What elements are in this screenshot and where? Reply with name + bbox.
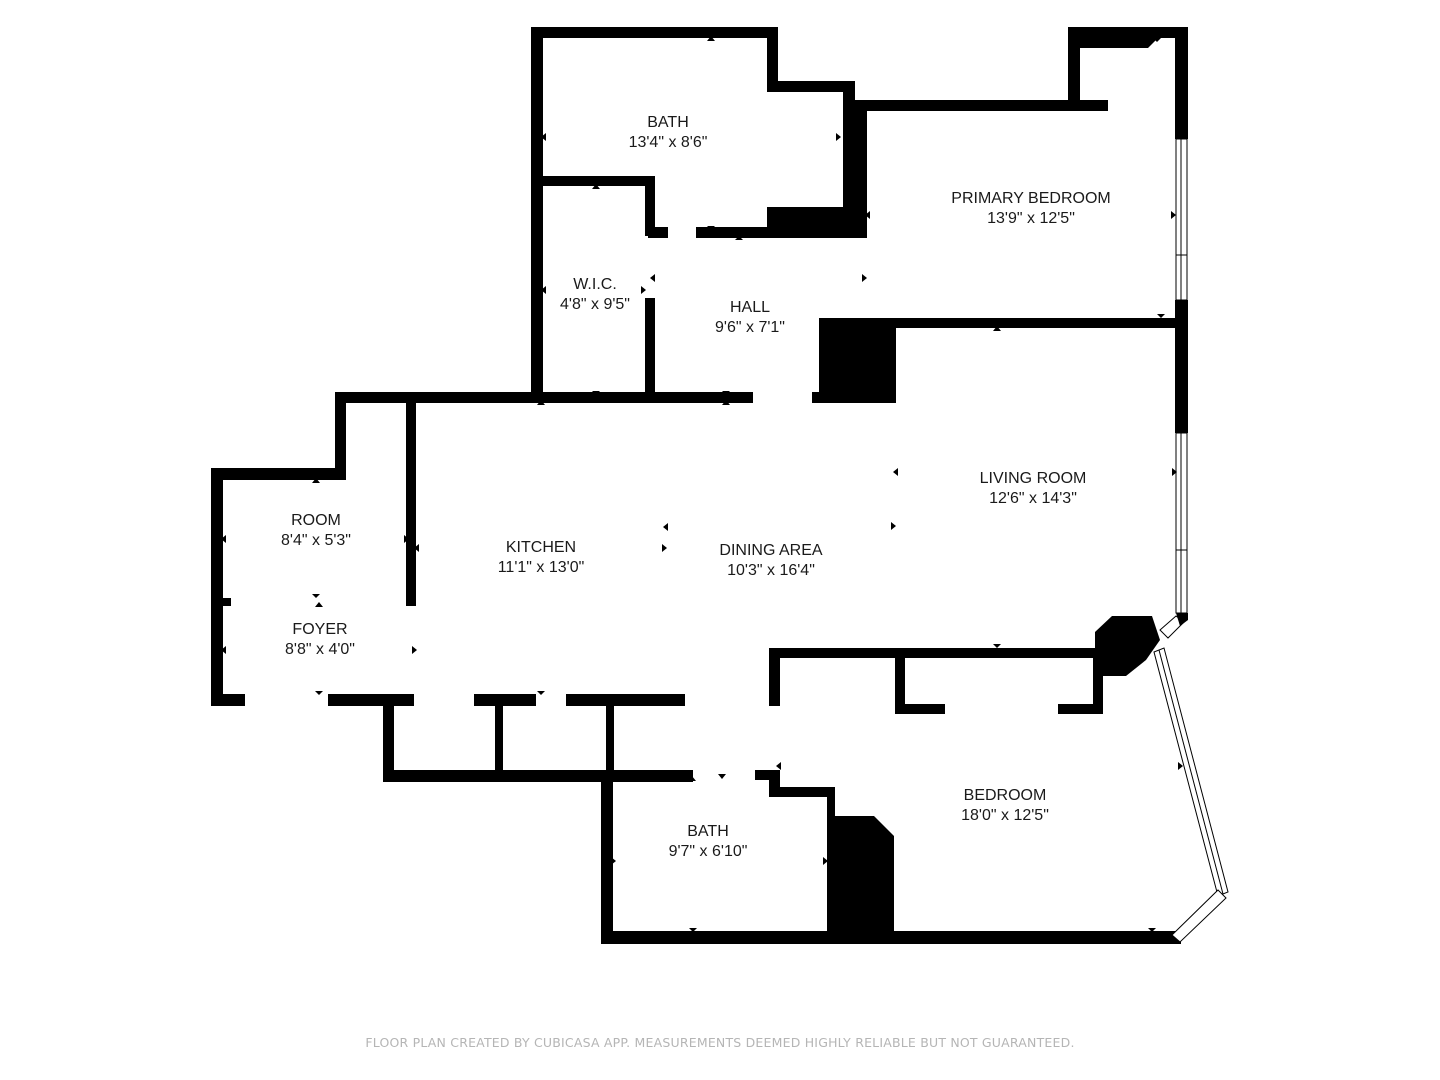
room-dimensions: 13'9" x 12'5" <box>987 210 1075 227</box>
room-dimensions: 18'0" x 12'5" <box>961 807 1049 824</box>
room-dimensions: 8'8" x 4'0" <box>285 641 355 658</box>
room-label-primary-bedroom: PRIMARY BEDROOM 13'9" x 12'5" <box>951 189 1110 229</box>
room-dimensions: 8'4" x 5'3" <box>281 532 351 549</box>
room-label-bath-upper: BATH 13'4" x 8'6" <box>629 113 708 153</box>
room-label-foyer: FOYER 8'8" x 4'0" <box>285 620 355 660</box>
room-dimensions: 9'6" x 7'1" <box>715 319 785 336</box>
room-label-bath-lower: BATH 9'7" x 6'10" <box>669 822 748 862</box>
room-label-kitchen: KITCHEN 11'1" x 13'0" <box>498 538 585 578</box>
room-dimensions: 13'4" x 8'6" <box>628 134 708 151</box>
room-name: ROOM <box>291 512 341 529</box>
room-name: DINING AREA <box>719 542 823 559</box>
dimension-markers <box>221 36 1183 932</box>
room-name: HALL <box>729 299 771 316</box>
room-label-hall: HALL 9'6" x 7'1" <box>715 298 785 338</box>
room-label-dining-area: DINING AREA 10'3" x 16'4" <box>719 541 822 581</box>
room-label-bedroom: BEDROOM 18'0" x 12'5" <box>961 786 1049 826</box>
walls <box>211 27 1188 944</box>
footer-disclaimer: FLOOR PLAN CREATED BY CUBICASA APP. MEAS… <box>365 1035 1075 1050</box>
room-name: PRIMARY BEDROOM <box>951 190 1111 207</box>
room-dimensions: 11'1" x 13'0" <box>497 559 585 576</box>
room-dimensions: 10'3" x 16'4" <box>727 562 815 579</box>
room-name: KITCHEN <box>505 539 577 556</box>
room-name: BATH <box>647 114 689 131</box>
room-name: BATH <box>687 823 729 840</box>
room-dimensions: 4'8" x 9'5" <box>560 296 630 313</box>
room-name: BEDROOM <box>963 787 1047 804</box>
room-name: FOYER <box>292 621 348 638</box>
room-label-room: ROOM 8'4" x 5'3" <box>281 511 351 551</box>
room-label-wic: W.I.C. 4'8" x 9'5" <box>560 275 630 315</box>
room-name: LIVING ROOM <box>979 470 1087 487</box>
room-dimensions: 12'6" x 14'3" <box>989 490 1077 507</box>
room-name: W.I.C. <box>573 276 617 293</box>
windows <box>1153 138 1229 943</box>
room-label-living-room: LIVING ROOM 12'6" x 14'3" <box>980 469 1087 509</box>
room-dimensions: 9'7" x 6'10" <box>668 843 748 860</box>
